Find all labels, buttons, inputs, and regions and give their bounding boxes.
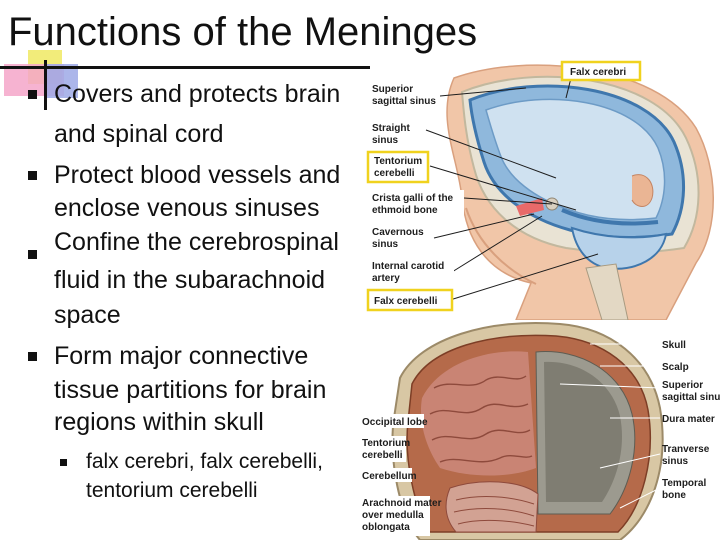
bullet-text-line: space bbox=[54, 301, 121, 329]
bullet-marker bbox=[28, 352, 37, 361]
decor-vertical-line bbox=[44, 60, 47, 110]
bullet-text-line: tissue partitions for brain bbox=[54, 376, 327, 404]
label-cavernous-sinus-1: Cavernous bbox=[372, 227, 424, 238]
label-tranverse-sinus-1: Tranverse bbox=[662, 444, 710, 455]
label-scalp: Scalp bbox=[662, 362, 689, 373]
label-tentorium-1: Tentorium bbox=[362, 438, 410, 449]
bullet-marker bbox=[28, 171, 37, 180]
label-tentorium-2: cerebelli bbox=[362, 450, 403, 461]
label-temporal-bone-1: Temporal bbox=[662, 478, 706, 489]
dissected-skull-illustration: Occipital lobe Tentorium cerebelli Cereb… bbox=[360, 322, 720, 540]
label-crista-galli-1: Crista galli of the bbox=[372, 193, 454, 204]
label-crista-galli-2: ethmoid bone bbox=[372, 205, 438, 216]
label-arachnoid-1: Arachnoid mater bbox=[362, 498, 442, 509]
label-tranverse-sinus-2: sinus bbox=[662, 456, 689, 467]
label-falx-cerebri: Falx cerebri bbox=[570, 67, 626, 78]
label-arachnoid-2: over medulla bbox=[362, 510, 424, 521]
bullet-text-line: and spinal cord bbox=[54, 120, 224, 148]
label-tentorium-cerebelli-1: Tentorium bbox=[374, 156, 422, 167]
meninges-sagittal-diagram: Falx cerebri Superior sagittal sinus Str… bbox=[366, 60, 714, 320]
label-dura-mater: Dura mater bbox=[662, 414, 715, 425]
label-tentorium-cerebelli-2: cerebelli bbox=[374, 168, 415, 179]
decor-horizontal-line bbox=[0, 66, 370, 69]
bullet-text-line: enclose venous sinuses bbox=[54, 194, 320, 222]
decor-blue-square bbox=[44, 64, 78, 98]
label-cavernous-sinus-2: sinus bbox=[372, 239, 399, 250]
label-falx-cerebelli: Falx cerebelli bbox=[374, 296, 438, 307]
bullet-text-line: Form major connective bbox=[54, 342, 309, 370]
sub-bullet-marker bbox=[60, 459, 67, 466]
label-cerebellum: Cerebellum bbox=[362, 471, 417, 482]
label-internal-carotid-2: artery bbox=[372, 273, 400, 284]
bullet-marker bbox=[28, 90, 37, 99]
label-superior-sagittal-sinus-2: sagittal sinus bbox=[372, 96, 436, 107]
label-skull: Skull bbox=[662, 340, 686, 351]
sub-bullet-text-line: falx cerebri, falx cerebelli, bbox=[86, 450, 323, 473]
bullet-text-line: Protect blood vessels and bbox=[54, 161, 341, 189]
label-straight-sinus-1: Straight bbox=[372, 123, 410, 134]
label-superior-sagittal-2: sagittal sinus bbox=[662, 392, 720, 403]
label-temporal-bone-2: bone bbox=[662, 490, 686, 501]
label-superior-sagittal-1: Superior bbox=[662, 380, 703, 391]
label-internal-carotid-1: Internal carotid bbox=[372, 261, 444, 272]
bullet-text-line: fluid in the subarachnoid bbox=[54, 266, 326, 294]
label-occipital-lobe: Occipital lobe bbox=[362, 417, 428, 428]
label-straight-sinus-2: sinus bbox=[372, 135, 399, 146]
bullet-text-line: regions within skull bbox=[54, 408, 264, 436]
bullet-list: Covers and protects brain and spinal cor… bbox=[28, 80, 341, 502]
label-superior-sagittal-sinus-1: Superior bbox=[372, 84, 413, 95]
bullet-text-line: Confine the cerebrospinal bbox=[54, 228, 339, 256]
label-arachnoid-3: oblongata bbox=[362, 522, 410, 533]
bullet-marker bbox=[28, 250, 37, 259]
sub-bullet-text-line: tentorium cerebelli bbox=[86, 479, 258, 502]
bullet-text-line: Covers and protects brain bbox=[54, 80, 341, 108]
slide-title: Functions of the Meninges bbox=[8, 10, 478, 54]
